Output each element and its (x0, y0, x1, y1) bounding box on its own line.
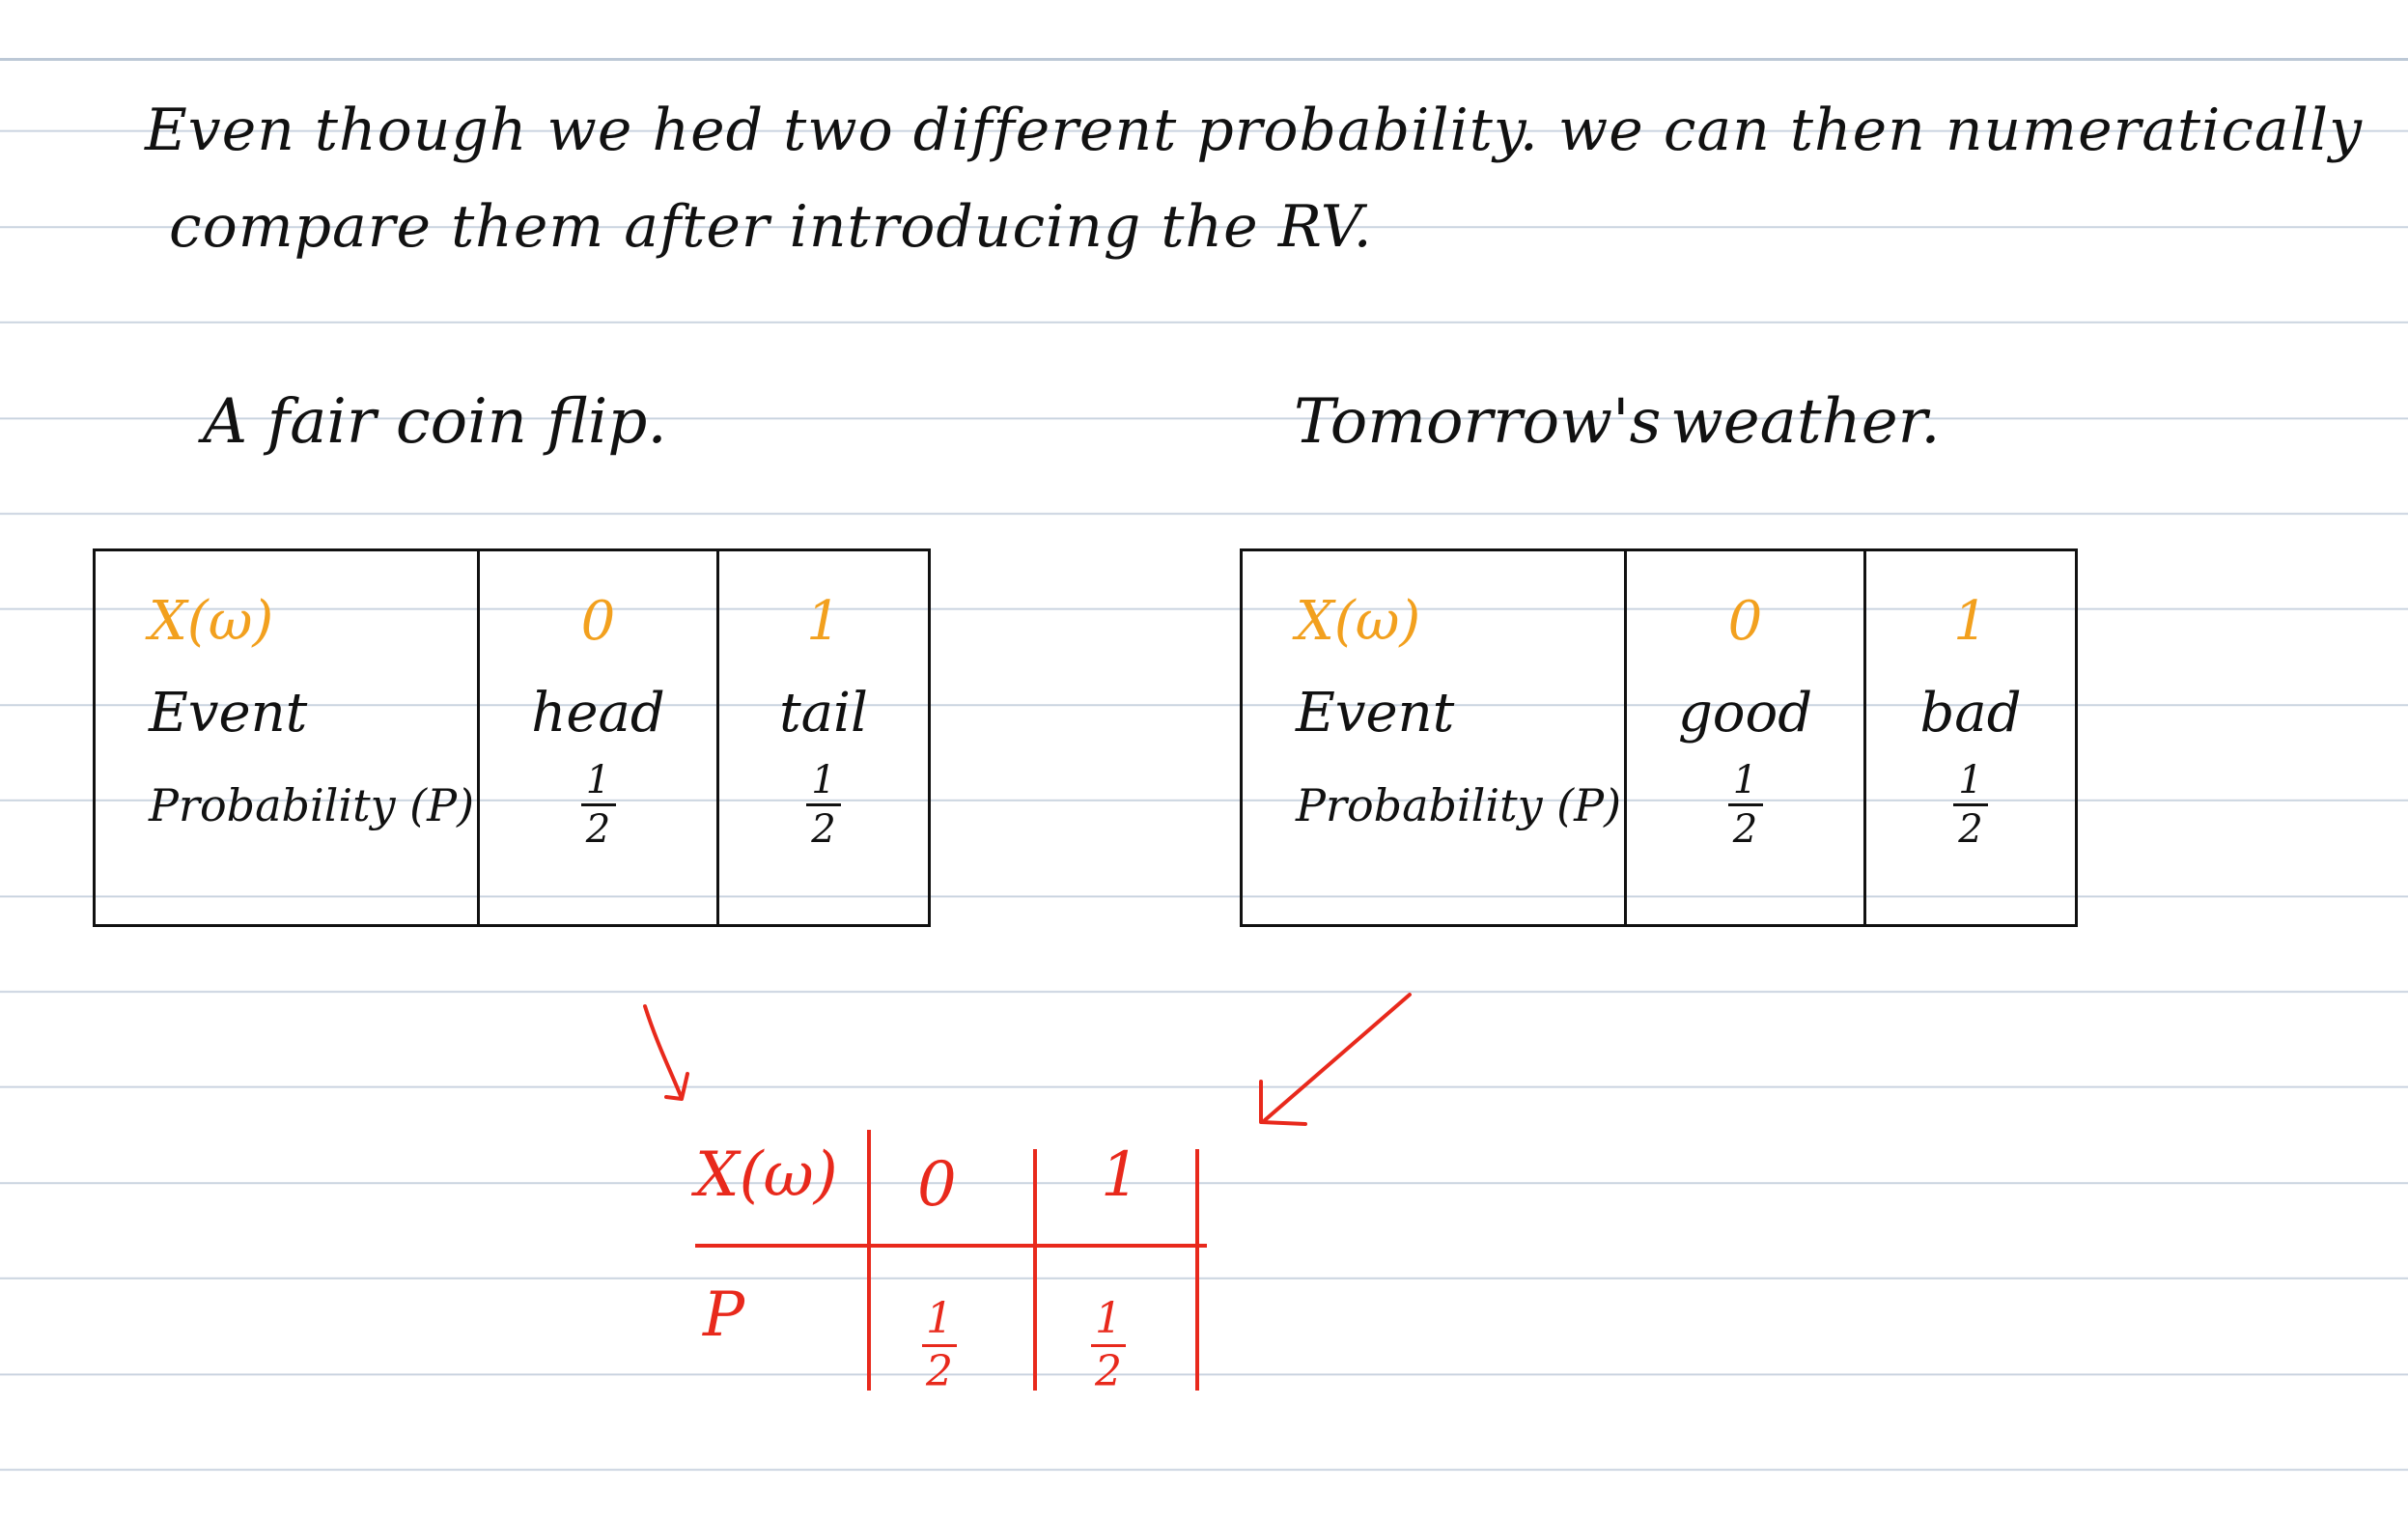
x-label: X(ω) (695, 1139, 838, 1211)
event-value: bad (1919, 682, 2022, 745)
right-arrow-head (1259, 1080, 1307, 1126)
p-label: P (703, 1279, 745, 1351)
value-0: 0 (917, 1149, 957, 1221)
intro-line-2: compare them after introducing the RV. (169, 193, 1373, 261)
outcome-column: 1 tail 1 2 (716, 548, 931, 927)
divider-1 (867, 1130, 871, 1391)
event-value: tail (779, 682, 868, 745)
left-arrow-head (664, 1072, 689, 1101)
denominator: 2 (811, 807, 836, 852)
right-heading-a: Tomorrow's (1294, 386, 1662, 458)
numerator: 1 (1095, 1294, 1122, 1343)
fraction-bar (1091, 1344, 1126, 1347)
numerator: 1 (926, 1294, 953, 1343)
event-label: Event (1296, 682, 1455, 745)
numerator: 1 (585, 758, 611, 802)
left-arrow-shaft (643, 1004, 683, 1098)
event-label: Event (149, 682, 308, 745)
numerator: 1 (811, 758, 836, 802)
prob-1: 1 2 (1091, 1277, 1126, 1393)
header-rule (695, 1244, 1207, 1248)
fraction: 1 2 (806, 761, 841, 849)
weather-table: X(ω) Event Probability (P) 0 good 1 2 (1240, 548, 2078, 927)
value-1: 1 (1101, 1139, 1140, 1211)
x-value: 0 (1727, 590, 1763, 653)
page-top-rule (0, 58, 2408, 61)
combined-distribution-table: X(ω) 0 1 P 1 2 1 2 (676, 1120, 1217, 1400)
right-arrow-shaft (1263, 993, 1412, 1122)
probability-value: 1 2 (1866, 759, 2075, 851)
fraction: 1 2 (1091, 1298, 1126, 1393)
right-heading-b: weather. (1670, 386, 1941, 458)
x-value: 1 (1953, 590, 1988, 653)
event-value: good (1677, 682, 1813, 745)
denominator: 2 (1958, 807, 1983, 852)
prob-0: 1 2 (922, 1277, 957, 1393)
fraction-bar (922, 1344, 957, 1347)
probability-value: 1 2 (719, 759, 928, 851)
divider-2 (1033, 1149, 1037, 1391)
fraction: 1 2 (580, 758, 616, 852)
fraction-bar (1953, 803, 1988, 806)
probability-value: 1 2 (480, 759, 716, 851)
fraction: 1 2 (1953, 761, 1988, 849)
x-value: 1 (806, 590, 841, 653)
fraction-bar (806, 803, 841, 806)
denominator: 2 (585, 807, 611, 852)
outcome-column: 0 head 1 2 (477, 548, 719, 927)
probability-value: 1 2 (1627, 759, 1863, 851)
probability-label: Probability (P) (1296, 778, 1622, 831)
denominator: 2 (1732, 807, 1758, 852)
denominator: 2 (926, 1347, 953, 1396)
intro-line-1: Even though we hed two different probabi… (145, 97, 2363, 164)
x-value: 0 (580, 590, 616, 653)
coin-flip-table: X(ω) Event Probability (P) 0 head 1 2 (93, 548, 931, 927)
probability-label: Probability (P) (149, 778, 475, 831)
event-value: head (531, 682, 665, 745)
numerator: 1 (1958, 758, 1983, 802)
x-label: X(ω) (149, 590, 274, 653)
fraction-bar (1727, 803, 1763, 806)
outcome-column: 1 bad 1 2 (1863, 548, 2078, 927)
numerator: 1 (1732, 758, 1758, 802)
x-label: X(ω) (1296, 590, 1421, 653)
fraction-bar (580, 803, 616, 806)
denominator: 2 (1095, 1347, 1122, 1396)
divider-3 (1195, 1149, 1199, 1391)
left-heading: A fair coin flip. (203, 386, 667, 458)
fraction: 1 2 (1727, 758, 1763, 852)
outcome-column: 0 good 1 2 (1624, 548, 1866, 927)
label-column: X(ω) Event Probability (P) (93, 548, 480, 927)
label-column: X(ω) Event Probability (P) (1240, 548, 1627, 927)
fraction: 1 2 (922, 1298, 957, 1393)
